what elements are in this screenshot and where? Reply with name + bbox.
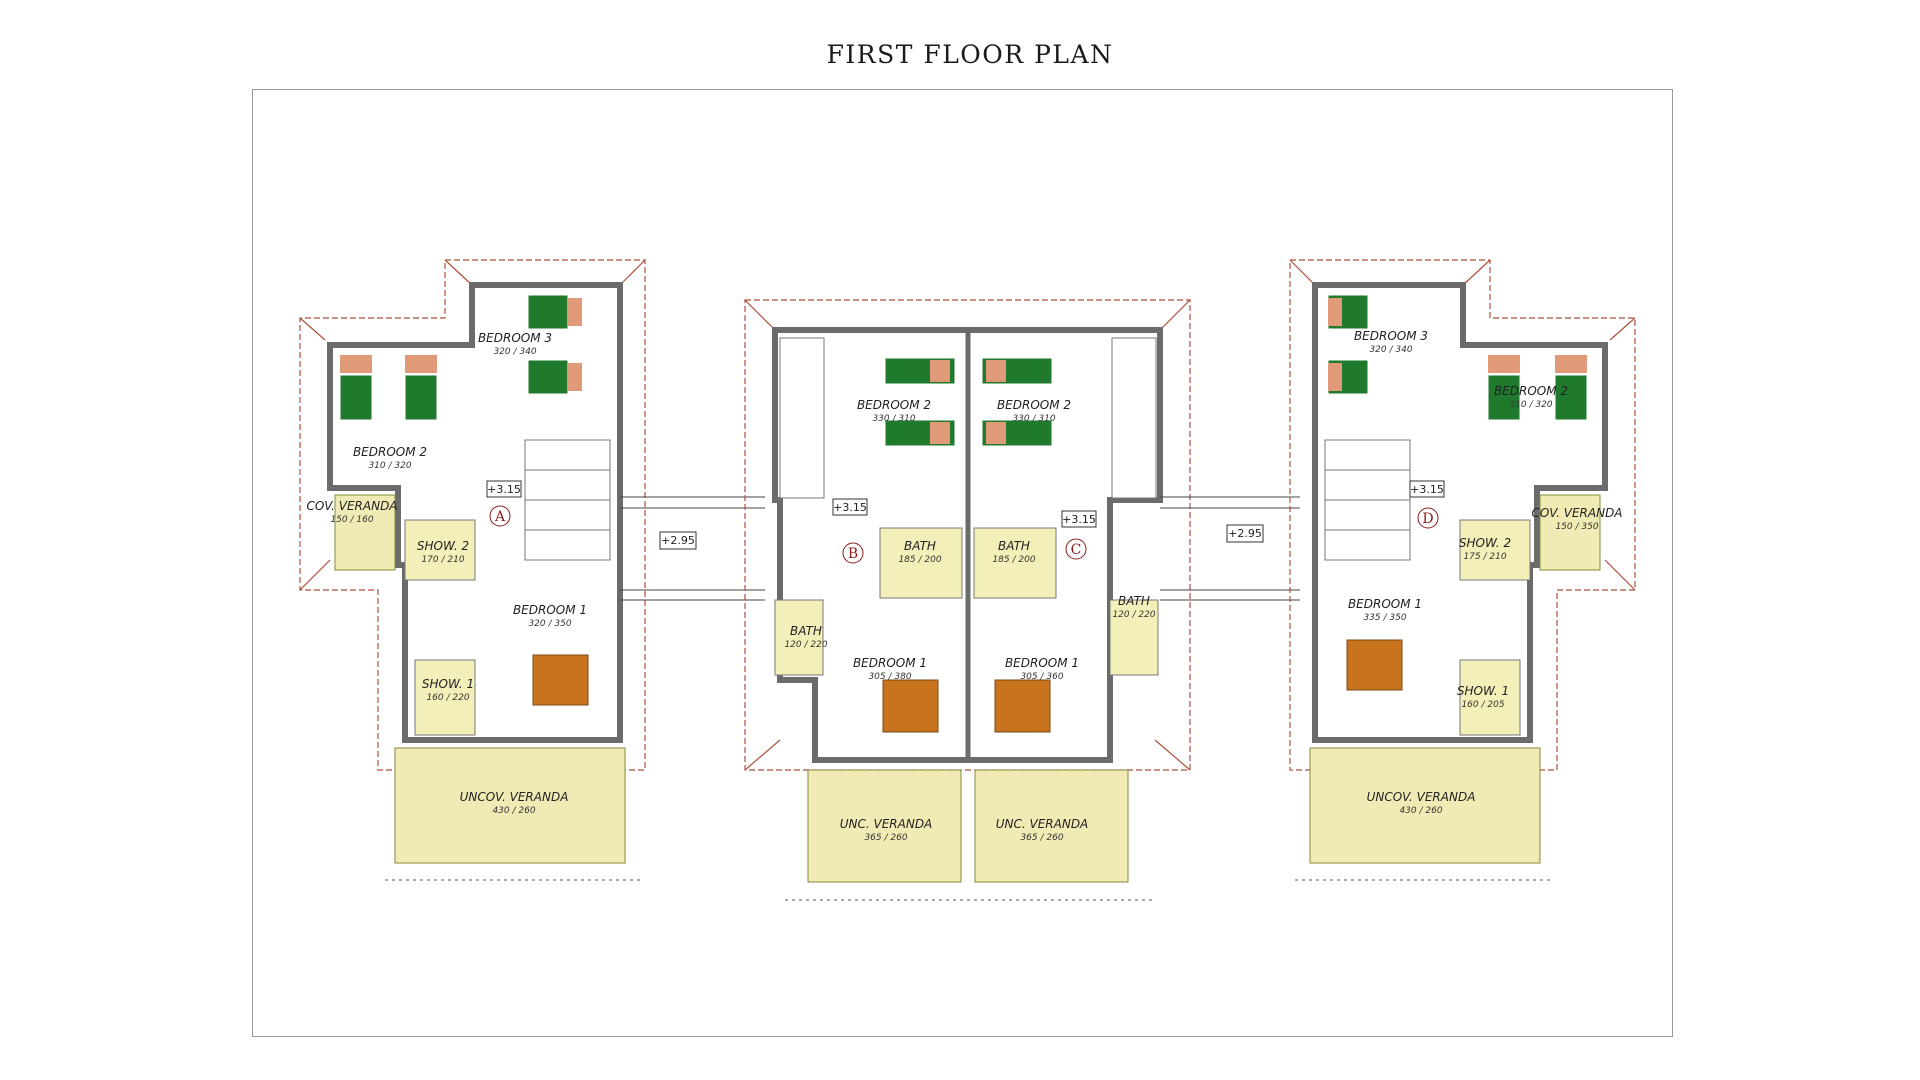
level-marker: +3.15 [1410,483,1444,496]
room-label: BEDROOM 3 [478,331,552,345]
room-label: BATH [790,624,822,638]
room-label: SHOW. 2 [1459,536,1511,550]
room-label: UNC. VERANDA [996,817,1089,831]
unit-a: BEDROOM 3 320 / 340 BEDROOM 2 310 / 320 … [299,259,646,881]
room-label: SHOW. 1 [422,677,474,691]
unit-marker-c: C [1071,542,1082,558]
room-dimension: 335 / 350 [1363,613,1406,623]
unit-marker-a: A [494,509,506,525]
room-label: BATH [904,539,936,553]
unit-marker-d: D [1422,511,1433,527]
room-dimension: 170 / 210 [421,555,464,565]
unit-c-veranda-area [974,769,1129,883]
room-label: COV. VERANDA [306,499,397,513]
room-dimension: 310 / 320 [368,461,411,471]
room-dimension: 185 / 200 [992,555,1035,565]
room-dimension: 175 / 210 [1463,552,1506,562]
unit-d-walls [1312,282,1608,743]
room-label: UNCOV. VERANDA [460,790,569,804]
room-dimension: 430 / 260 [492,806,535,816]
room-dimension: 150 / 160 [330,515,373,525]
room-dimension: 320 / 340 [1369,345,1412,355]
room-dimension: 430 / 260 [1399,806,1442,816]
room-dimension: 330 / 310 [872,414,915,424]
room-dimension: 320 / 350 [528,619,571,629]
room-label: BEDROOM 1 [853,656,927,670]
room-label: SHOW. 1 [1457,684,1509,698]
room-label: UNC. VERANDA [840,817,933,831]
unit-bc-walls [772,327,1163,763]
gap-level-marker: +2.95 [661,534,695,547]
level-marker: +3.15 [1062,513,1096,526]
page-title: FIRST FLOOR PLAN [826,40,1114,69]
room-dimension: 160 / 205 [1461,700,1504,710]
room-dimension: 310 / 320 [1509,400,1552,410]
room-label: BATH [998,539,1030,553]
room-label: COV. VERANDA [1531,506,1622,520]
unit-a-walls [327,282,623,743]
room-dimension: 365 / 260 [1020,833,1063,843]
room-label: BEDROOM 3 [1354,329,1428,343]
unit-b-c: BEDROOM 2 330 / 310 BATH 185 / 200 BATH … [744,299,1191,901]
room-label: BEDROOM 2 [857,398,931,412]
room-label: BEDROOM 2 [353,445,427,459]
gap-level-marker: +2.95 [1228,527,1262,540]
room-label: BEDROOM 1 [1348,597,1422,611]
room-label: BEDROOM 2 [997,398,1071,412]
unit-a-roof [299,259,646,771]
room-dimension: 305 / 380 [868,672,911,682]
room-dimension: 120 / 220 [1112,610,1155,620]
unit-b-veranda-area [807,769,962,883]
room-dimension: 185 / 200 [898,555,941,565]
room-label: SHOW. 2 [417,539,469,553]
unit-d-uncov-veranda-area [1309,747,1541,864]
room-dimension: 150 / 350 [1555,522,1598,532]
room-label: BEDROOM 1 [1005,656,1079,670]
room-dimension: 320 / 340 [493,347,536,357]
unit-d: BEDROOM 3 320 / 340 BEDROOM 2 310 / 320 … [1289,259,1636,881]
level-marker: +3.15 [487,483,521,496]
room-dimension: 365 / 260 [864,833,907,843]
room-label: UNCOV. VERANDA [1367,790,1476,804]
room-dimension: 330 / 310 [1012,414,1055,424]
unit-marker-b: B [848,546,858,562]
level-marker: +3.15 [833,501,867,514]
room-dimension: 120 / 220 [784,640,827,650]
room-label: BATH [1118,594,1150,608]
room-label: BEDROOM 1 [513,603,587,617]
unit-a-uncov-veranda-area [394,747,626,864]
room-label: BEDROOM 2 [1494,384,1568,398]
room-dimension: 160 / 220 [426,693,469,703]
room-dimension: 305 / 360 [1020,672,1063,682]
